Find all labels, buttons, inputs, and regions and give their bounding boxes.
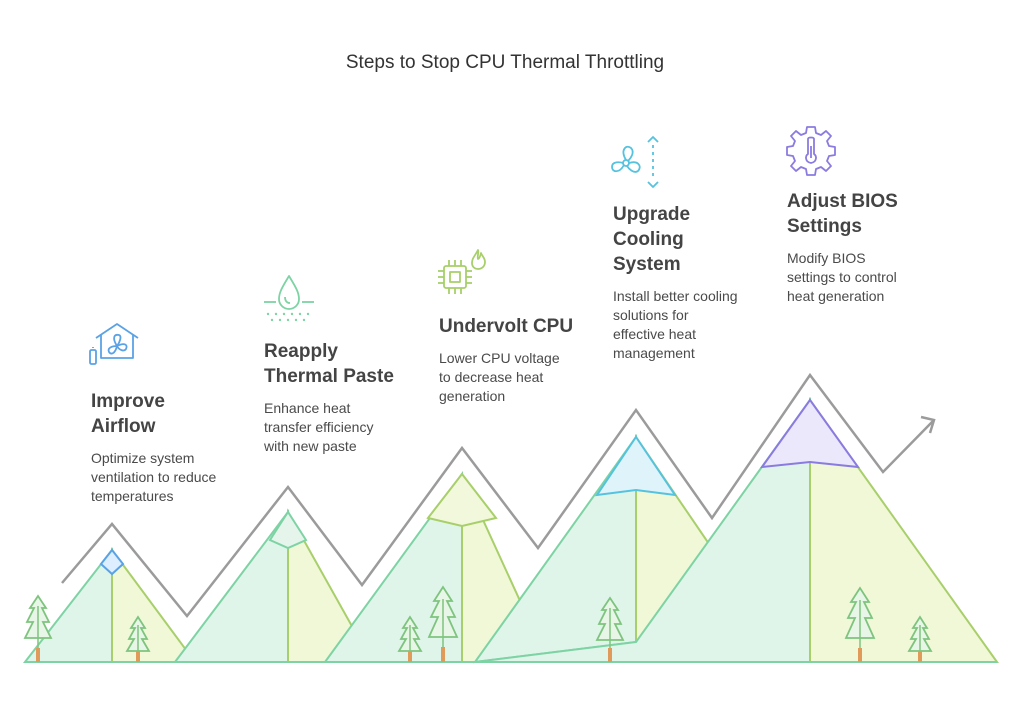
snow-cap-5 bbox=[759, 398, 861, 469]
fan-arrows-icon bbox=[606, 136, 666, 195]
gear-thermometer-icon bbox=[784, 124, 838, 183]
step-adjust-bios-settings: Adjust BIOS Settings Modify BIOS setting… bbox=[787, 189, 957, 306]
step-improve-airflow: Improve Airflow Optimize system ventilat… bbox=[91, 389, 261, 506]
mountain-1 bbox=[22, 546, 197, 663]
snow-cap-3 bbox=[426, 472, 498, 528]
step-description: Enhance heat transfer efficiency with ne… bbox=[264, 400, 374, 454]
progress-outline bbox=[61, 372, 935, 619]
mountain-4 bbox=[472, 433, 722, 664]
snow-cap-4 bbox=[594, 435, 678, 497]
snow-cap-1 bbox=[99, 548, 125, 576]
arrow-head-icon bbox=[920, 415, 936, 434]
step-description: Optimize system ventilation to reduce te… bbox=[91, 450, 217, 504]
step-undervolt-cpu: Undervolt CPU Lower CPU voltage to decre… bbox=[439, 314, 609, 406]
mountain-3 bbox=[323, 470, 550, 663]
step-description: Modify BIOS settings to control heat gen… bbox=[787, 250, 897, 304]
page-title: Steps to Stop CPU Thermal Throttling bbox=[345, 52, 665, 73]
step-description: Lower CPU voltage to decrease heat gener… bbox=[439, 350, 560, 404]
step-upgrade-cooling-system: Upgrade Cooling System Install better co… bbox=[613, 202, 783, 363]
tree-6 bbox=[844, 586, 876, 662]
cpu-flame-icon bbox=[434, 248, 490, 307]
step-heading: Reapply Thermal Paste bbox=[264, 341, 394, 387]
tree-2 bbox=[125, 615, 151, 662]
tree-1 bbox=[23, 594, 53, 662]
tree-7 bbox=[907, 615, 933, 662]
house-fan-icon bbox=[86, 320, 142, 373]
droplet-icon bbox=[260, 272, 318, 331]
tree-4 bbox=[427, 585, 459, 662]
step-heading: Undervolt CPU bbox=[439, 316, 574, 337]
snow-cap-2 bbox=[268, 510, 308, 550]
tree-3 bbox=[397, 615, 423, 662]
step-heading: Improve Airflow bbox=[91, 391, 165, 437]
step-description: Install better cooling solutions for eff… bbox=[613, 288, 738, 361]
step-reapply-thermal-paste: Reapply Thermal Paste Enhance heat trans… bbox=[264, 339, 434, 456]
step-heading: Upgrade Cooling System bbox=[613, 204, 691, 275]
step-heading: Adjust BIOS Settings bbox=[787, 191, 898, 237]
tree-5 bbox=[595, 596, 625, 662]
